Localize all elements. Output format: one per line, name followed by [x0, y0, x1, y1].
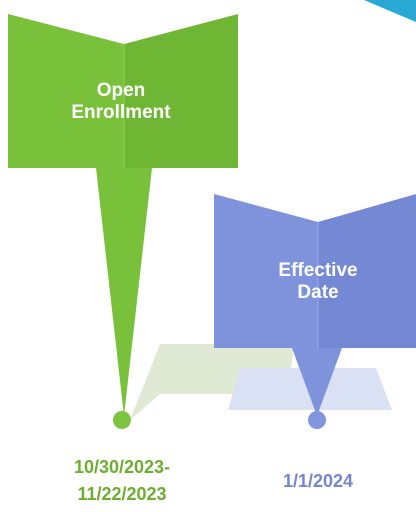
enrollment-marker-shadow: [130, 344, 294, 420]
enrollment-title: Open Enrollment: [56, 80, 186, 125]
enrollment-title-line1: Open: [96, 80, 146, 101]
effective-title-line1: Effective: [278, 260, 358, 281]
effective-pin-shaft: [292, 348, 342, 416]
effective-date: 1/1/2024: [258, 468, 378, 495]
enrollment-flag-left: [8, 14, 124, 168]
enrollment-pin-shaft: [96, 168, 152, 416]
enrollment-pin-base: [113, 411, 131, 429]
enrollment-date-line2: 11/22/2023: [77, 484, 167, 504]
effective-title-line2: Date: [297, 282, 339, 304]
effective-flag-right: [318, 194, 416, 348]
effective-marker: [214, 194, 416, 429]
enrollment-date-line1: 10/30/2023-: [73, 457, 171, 477]
enrollment-flag-right: [124, 14, 238, 168]
corner-accent: [364, 0, 416, 22]
effective-title: Effective Date: [252, 260, 384, 305]
enrollment-marker: [8, 14, 238, 429]
effective-pin-base: [308, 411, 326, 429]
enrollment-title-line2: Enrollment: [71, 102, 171, 124]
enrollment-date: 10/30/2023- 11/22/2023: [30, 454, 214, 508]
effective-flag-left: [214, 194, 318, 348]
effective-date-line1: 1/1/2024: [282, 471, 354, 491]
